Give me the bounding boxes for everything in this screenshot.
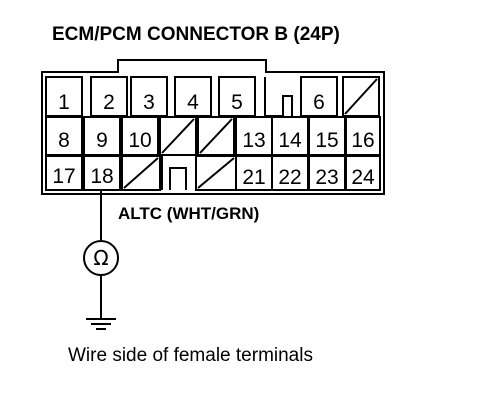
terminal-number: 6	[313, 91, 325, 114]
empty-cavity	[342, 76, 380, 117]
ohmmeter-icon: Ω	[83, 240, 119, 276]
diagram-caption: Wire side of female terminals	[68, 345, 313, 366]
terminal-number: 4	[187, 91, 199, 114]
terminal-number: 15	[315, 129, 338, 152]
terminal-number: 14	[278, 129, 302, 152]
wire-label: ALTC (WHT/GRN)	[118, 204, 259, 223]
ground-icon	[86, 318, 116, 330]
empty-cavity	[159, 116, 197, 156]
terminal-number: 1	[58, 91, 70, 114]
connector-key-notch	[264, 77, 293, 117]
terminal-cavity	[345, 155, 381, 191]
empty-cavity	[121, 155, 161, 191]
connector-row-3: 17 18 21 22 23 24	[45, 155, 381, 191]
terminal-number: 5	[231, 91, 243, 114]
terminal-number: 18	[90, 165, 113, 188]
ohm-symbol: Ω	[93, 246, 108, 270]
terminal-number: 21	[242, 166, 265, 189]
terminal-number: 24	[351, 166, 375, 189]
terminal-number: 10	[128, 129, 151, 152]
terminal-number: 9	[96, 129, 108, 152]
connector-row-2: 8 9 10 13 14 15 16	[45, 116, 381, 156]
terminal-number: 17	[52, 165, 75, 188]
connector-housing	[41, 59, 385, 195]
terminal-number: 3	[143, 91, 155, 114]
connector-row-1: 1 2 3 4 5 6	[45, 76, 380, 117]
terminal-number: 13	[242, 129, 265, 152]
empty-cavity	[195, 155, 237, 191]
diagram-title: ECM/PCM CONNECTOR B (24P)	[52, 24, 340, 45]
connector-key-notch	[161, 156, 187, 190]
terminal-cavity	[45, 155, 83, 191]
terminal-number: 22	[278, 166, 301, 189]
empty-cavity	[197, 116, 235, 156]
terminal-number: 8	[58, 129, 70, 152]
terminal-number: 23	[315, 166, 338, 189]
terminal-number: 16	[351, 129, 374, 152]
terminal-number: 2	[103, 91, 115, 114]
